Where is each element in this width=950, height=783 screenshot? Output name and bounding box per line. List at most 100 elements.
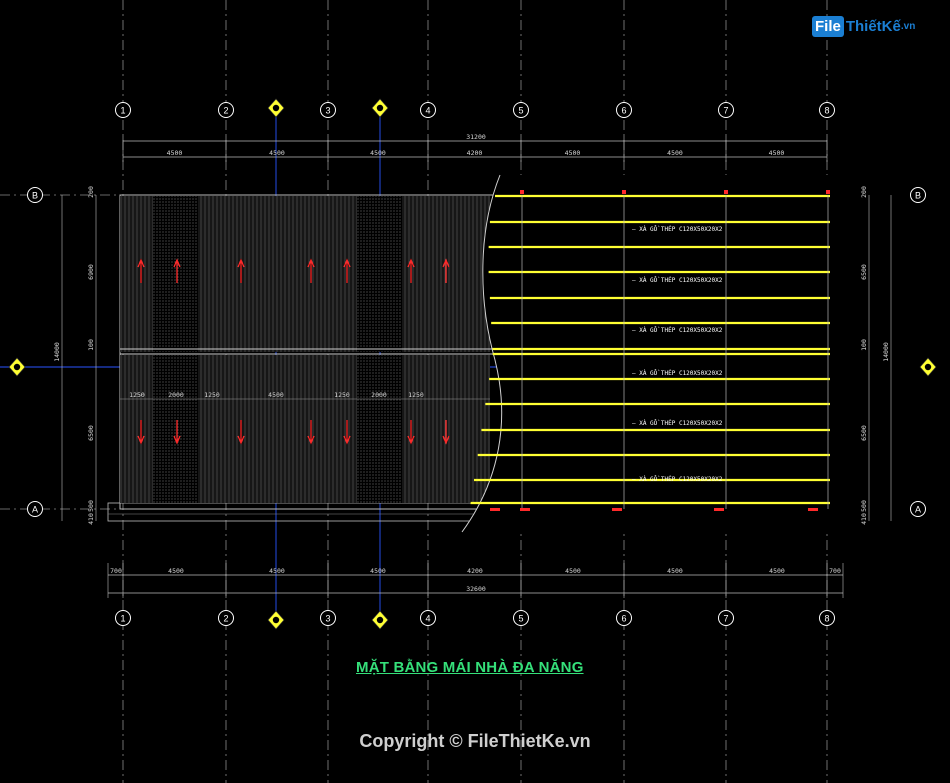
mid-dim-label: 1250 [408, 391, 424, 399]
mid-dim-label: 2000 [168, 391, 184, 399]
axis-bubble-left-B-label: B [32, 191, 38, 201]
slope-arrow-down-7 [442, 420, 450, 445]
roof-panel-bottom-3 [198, 355, 357, 503]
top-span-label: 4500 [167, 149, 183, 157]
axis-bubble-top-8: 8 [819, 102, 835, 118]
axis-bubble-top-2: 2 [218, 102, 234, 118]
axis-bubble-top-4-circle [420, 102, 436, 118]
axis-bubble-bottom-4-label: 4 [425, 614, 430, 624]
right-dim-label: 6500 [860, 264, 868, 280]
purlin-label: – XÀ GỒ THÉP C120X50X20X2 [632, 225, 723, 233]
purlin-label: – XÀ GỒ THÉP C120X50X20X2 [632, 369, 723, 377]
slope-arrow-down-6 [407, 420, 415, 445]
slope-arrow-down-5 [343, 420, 351, 445]
axis-bubble-bottom-4: 4 [420, 610, 436, 626]
axis-bubble-top-3-label: 3 [325, 106, 330, 116]
top-overall-label: 31200 [466, 133, 486, 141]
axis-bubble-left-A-circle [27, 501, 43, 517]
right-dim-label: 200 [860, 186, 868, 198]
sub-axis-marker-bottom-1 [267, 610, 285, 630]
slope-arrow-down-3 [237, 420, 245, 445]
slope-arrow-down-4 [307, 420, 315, 445]
axis-bubble-top-1-circle [115, 102, 131, 118]
axis-bubble-top-5-label: 5 [518, 106, 523, 116]
axis-bubble-bottom-8: 8 [819, 610, 835, 626]
drawing-title: MẶT BẰNG MÁI NHÀ ĐA NĂNG [356, 659, 584, 676]
slope-arrow-up-1 [137, 258, 145, 283]
sub-axis-marker-left [8, 357, 26, 377]
slope-arrow-up-4 [307, 258, 315, 283]
anchor-mark-3 [612, 508, 622, 511]
axis-bubble-top-4: 4 [420, 102, 436, 118]
right-dim-label: 14000 [882, 342, 890, 362]
sub-axis-marker-right-core [924, 363, 932, 371]
mid-dim-label: 1250 [204, 391, 220, 399]
anchor-mark-5 [808, 508, 818, 511]
right-dim-label: 500 [860, 500, 868, 512]
left-dim-label: 200 [87, 186, 95, 198]
slope-arrow-up-7 [442, 258, 450, 283]
axis-bubble-top-3-circle [320, 102, 336, 118]
slope-arrow-up-6 [407, 258, 415, 283]
axis-bubble-bottom-6-label: 6 [621, 614, 626, 624]
purlin-label: – XÀ GỒ THÉP C120X50X20X2 [632, 276, 723, 284]
left-dim-label: 100 [87, 339, 95, 351]
slope-arrow-down-1 [137, 420, 145, 445]
axis-bubble-bottom-4-circle [420, 610, 436, 626]
bottom-span-label: 4500 [269, 567, 285, 575]
bottom-span-label: 700 [829, 567, 841, 575]
sub-axis-marker-right [919, 357, 937, 377]
roof-panel-top-3 [198, 196, 357, 352]
axis-bubble-bottom-5: 5 [513, 610, 529, 626]
axis-bubble-bottom-2: 2 [218, 610, 234, 626]
axis-bubble-right-B-circle [910, 187, 926, 203]
bottom-span-label: 4500 [370, 567, 386, 575]
logo-part-thietke: ThiếtKế [845, 17, 901, 35]
axis-bubble-bottom-3: 3 [320, 610, 336, 626]
axis-bubble-top-7: 7 [718, 102, 734, 118]
sub-axis-marker-bottom-2 [371, 610, 389, 630]
bottom-overall-label: 32600 [466, 585, 486, 593]
axis-bubble-right-A: A [910, 501, 926, 517]
axis-bubble-top-6-circle [616, 102, 632, 118]
axis-bubble-bottom-1-circle [115, 610, 131, 626]
sub-axis-marker-bottom-2-core [376, 616, 384, 624]
right-dim-label: 410 [860, 513, 868, 525]
axis-bubble-top-4-label: 4 [425, 106, 430, 116]
sub-axis-marker-top-1-core [272, 104, 280, 112]
axis-bubble-left-A: A [27, 501, 43, 517]
slope-arrow-up-3 [237, 258, 245, 283]
bottom-span-label: 4200 [467, 567, 483, 575]
axis-bubble-bottom-2-circle [218, 610, 234, 626]
anchor-mark-4 [714, 508, 724, 511]
logo-part-file: File [812, 15, 844, 37]
left-dim-label: 500 [87, 500, 95, 512]
top-span-label: 4500 [667, 149, 683, 157]
axis-bubble-bottom-7-label: 7 [723, 614, 728, 624]
axis-bubble-top-3: 3 [320, 102, 336, 118]
top-span-label: 4500 [565, 149, 581, 157]
roof-panel-top-2 [153, 196, 198, 352]
top-anchor-2 [622, 190, 626, 194]
axis-bubble-top-1-label: 1 [120, 106, 125, 116]
axis-bubble-top-5-circle [513, 102, 529, 118]
axis-bubble-bottom-2-label: 2 [223, 614, 228, 624]
mid-dim-label: 1250 [129, 391, 145, 399]
axis-bubble-top-2-circle [218, 102, 234, 118]
sub-axis-marker-top-2 [371, 98, 389, 118]
axis-bubble-right-A-label: A [915, 505, 921, 515]
purlin-label: – XÀ GỒ THÉP C120X50X20X2 [632, 326, 723, 334]
copyright-notice: Copyright © FileThietKe.vn [359, 731, 591, 751]
sub-axis-marker-bottom-1-core [272, 616, 280, 624]
bottom-span-label: 4500 [168, 567, 184, 575]
sub-axis-marker-top-2-core [376, 104, 384, 112]
mid-dim-label: 1250 [334, 391, 350, 399]
axis-bubble-top-6: 6 [616, 102, 632, 118]
axis-bubble-bottom-3-label: 3 [325, 614, 330, 624]
bottom-span-label: 4500 [667, 567, 683, 575]
left-dim-label: 6900 [87, 264, 95, 280]
axis-bubble-top-6-label: 6 [621, 106, 626, 116]
axis-bubble-bottom-6: 6 [616, 610, 632, 626]
